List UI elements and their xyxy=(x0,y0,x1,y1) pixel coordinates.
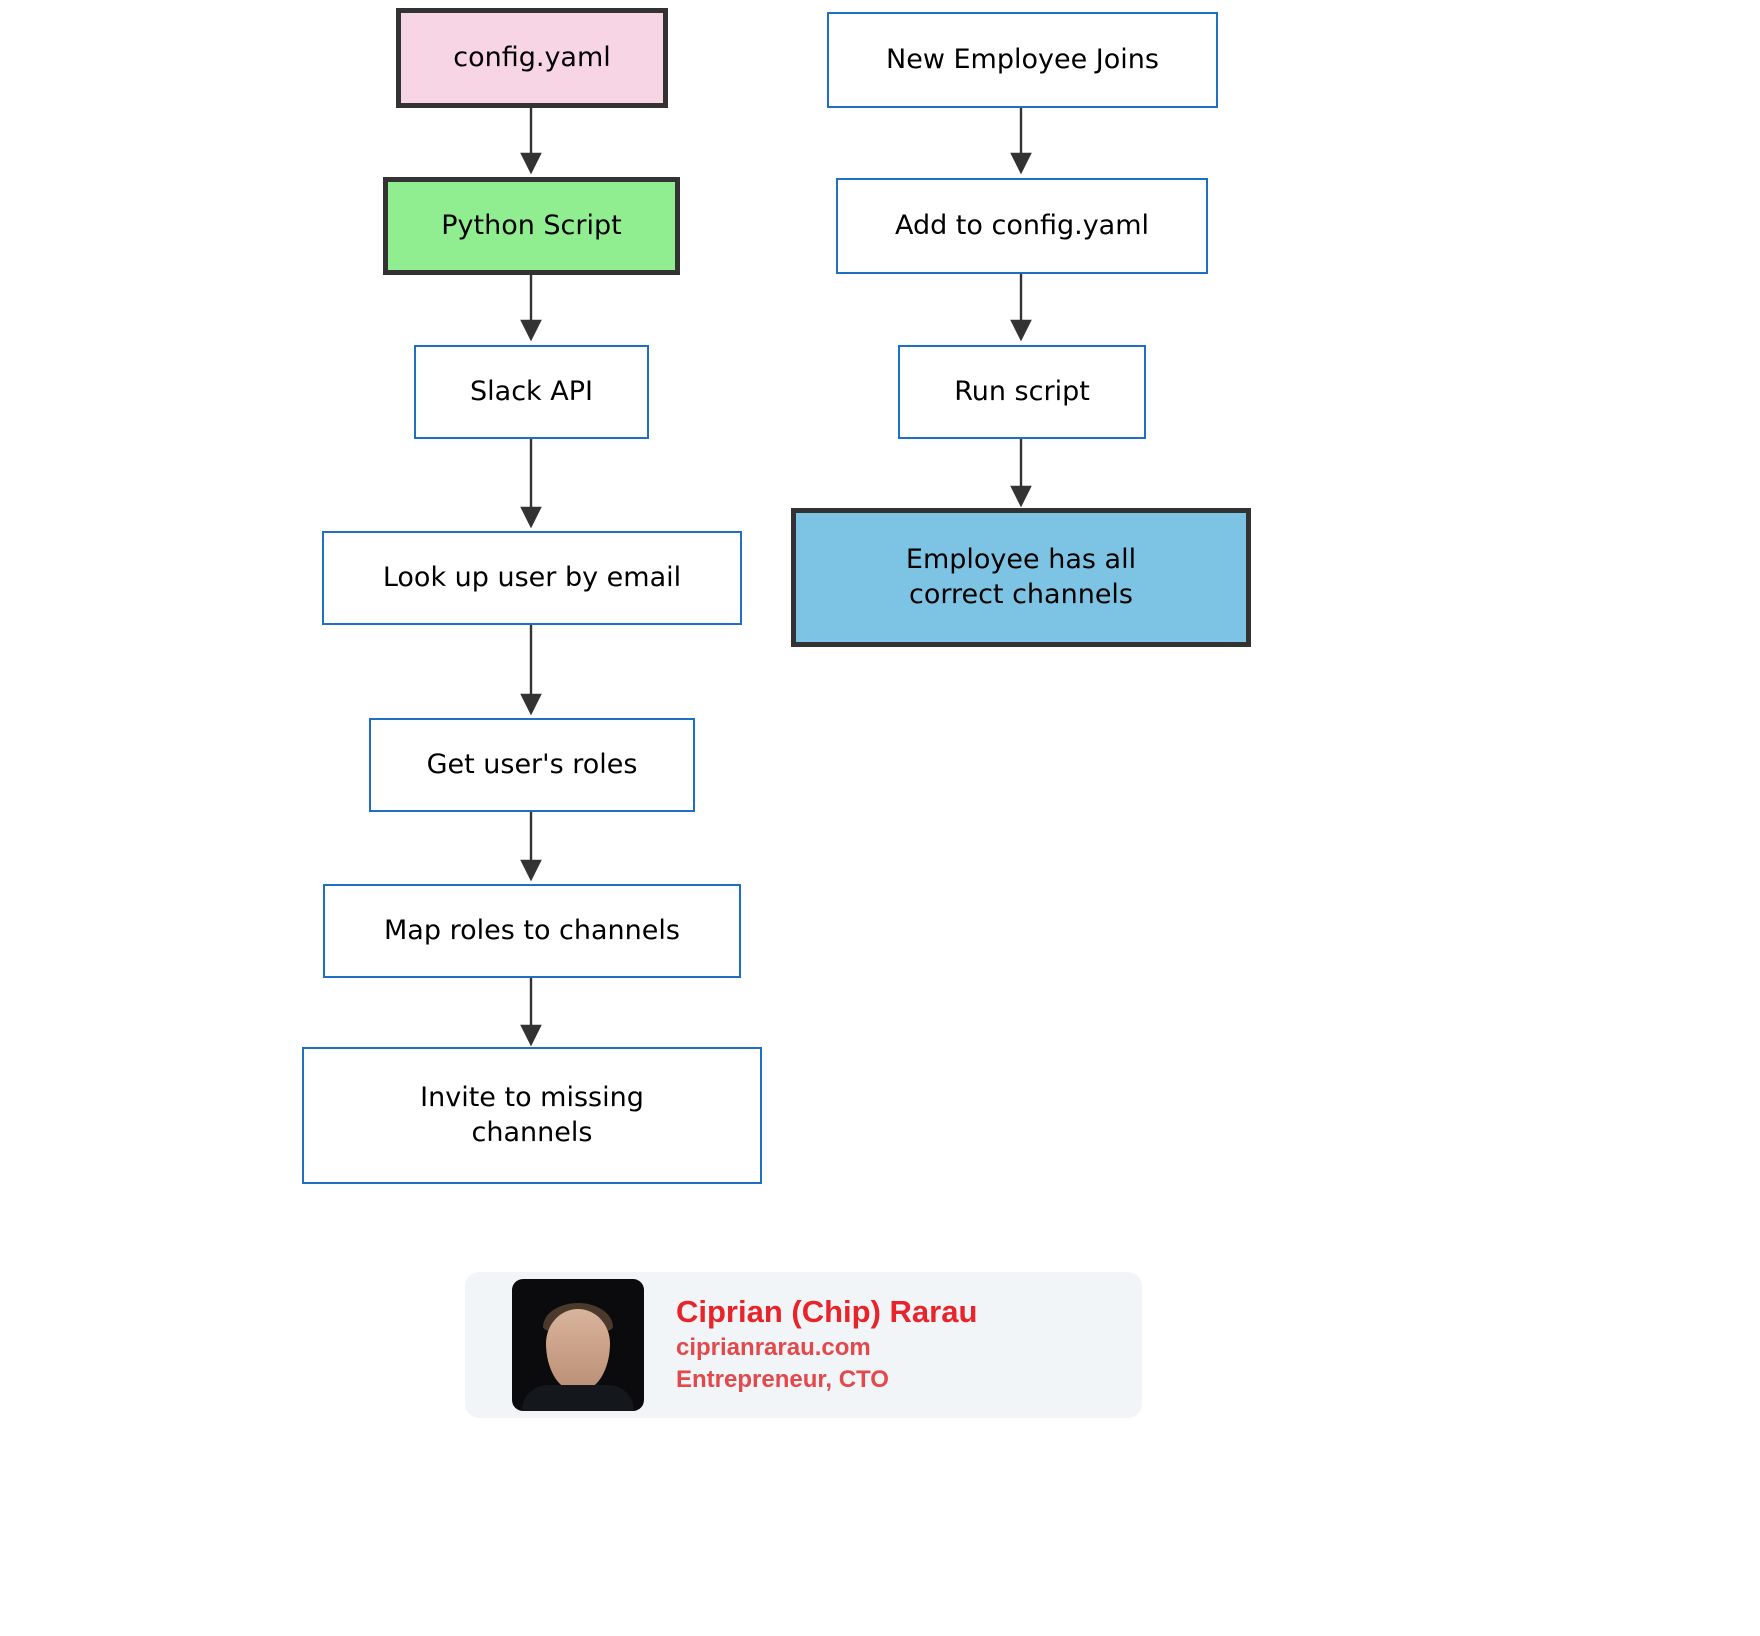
author-name: Ciprian (Chip) Rarau xyxy=(676,1294,978,1329)
node-employee-has-all-correct-channels[interactable]: Employee has all correct channels xyxy=(791,508,1251,647)
author-text-block: Ciprian (Chip) Rarau ciprianrarau.com En… xyxy=(676,1293,977,1397)
node-label: Employee has all correct channels xyxy=(905,543,1137,610)
node-label: Run script xyxy=(954,375,1090,407)
node-label: Get user's roles xyxy=(426,748,638,780)
node-look-up-user-by-email[interactable]: Look up user by email xyxy=(322,531,742,625)
node-new-employee-joins[interactable]: New Employee Joins xyxy=(827,12,1218,108)
node-label: New Employee Joins xyxy=(886,43,1159,75)
node-slack-api[interactable]: Slack API xyxy=(414,345,649,439)
author-title: Entrepreneur, CTO xyxy=(676,1366,889,1394)
author-card: Ciprian (Chip) Rarau ciprianrarau.com En… xyxy=(465,1272,1142,1418)
node-label: config.yaml xyxy=(453,41,611,73)
node-get-users-roles[interactable]: Get user's roles xyxy=(369,718,695,812)
avatar xyxy=(512,1279,644,1411)
node-python-script[interactable]: Python Script xyxy=(383,177,680,275)
node-run-script[interactable]: Run script xyxy=(898,345,1146,439)
author-website[interactable]: ciprianrarau.com xyxy=(676,1333,871,1361)
node-label: Add to config.yaml xyxy=(894,209,1150,241)
node-label: Invite to missing channels xyxy=(420,1081,644,1148)
node-invite-to-missing-channels[interactable]: Invite to missing channels xyxy=(302,1047,762,1184)
node-label: Python Script xyxy=(441,209,622,241)
node-map-roles-to-channels[interactable]: Map roles to channels xyxy=(323,884,741,978)
node-label: Slack API xyxy=(470,375,593,407)
avatar-face xyxy=(546,1309,610,1391)
node-add-to-config-yaml[interactable]: Add to config.yaml xyxy=(836,178,1208,274)
avatar-shoulders xyxy=(522,1385,634,1411)
node-label: Look up user by email xyxy=(382,561,682,593)
node-label: Map roles to channels xyxy=(384,914,680,946)
node-config-yaml[interactable]: config.yaml xyxy=(396,8,668,108)
